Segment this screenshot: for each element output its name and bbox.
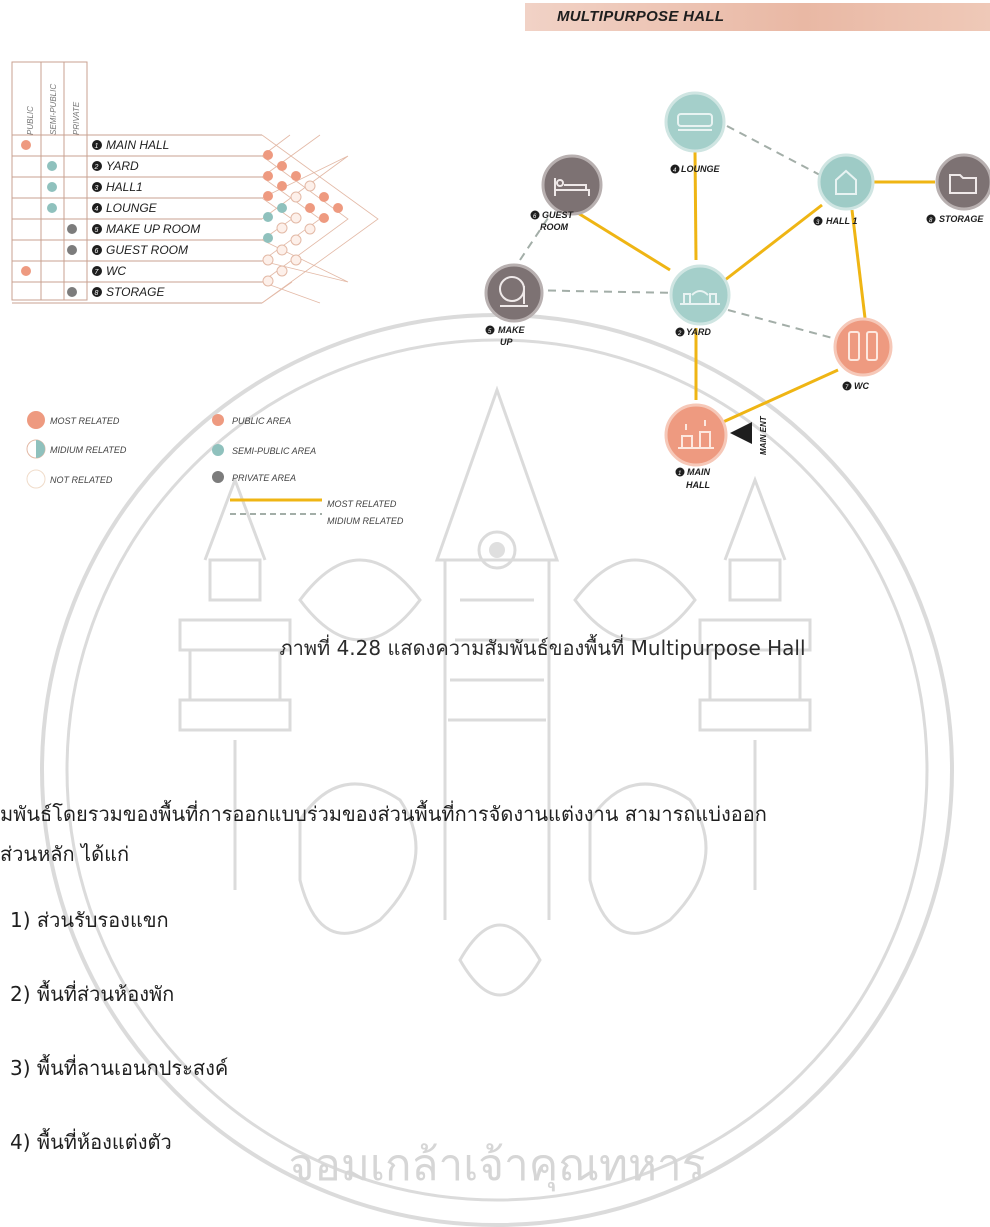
legend-line-midium: MIDIUM RELATED xyxy=(327,516,404,526)
row-num: 5 xyxy=(95,227,99,234)
row-yard: YARD xyxy=(106,159,139,173)
paragraph-line-1: มพันธ์โดยรวมของพื้นที่การออกแบบร่วมของส่… xyxy=(0,802,767,826)
col-private: PRIVATE xyxy=(72,101,81,135)
legend-public-area: PUBLIC AREA xyxy=(232,416,291,426)
row-hall1: HALL1 xyxy=(106,180,143,194)
row-num: 2 xyxy=(94,164,99,171)
figure-caption: ภาพที่ 4.28 แสดงความสัมพันธ์ของพื้นที่ M… xyxy=(279,636,806,660)
node-hall1: 3 HALL 1 xyxy=(813,153,875,226)
legend: MOST RELATED MIDIUM RELATED NOT RELATED … xyxy=(26,411,404,526)
node-main-hall: MAIN ENT 1 MAIN HALL xyxy=(664,403,768,490)
banner-title: MULTIPURPOSE HALL xyxy=(557,8,725,25)
main-ent-label: MAIN ENT xyxy=(759,415,768,455)
yard-icon xyxy=(680,290,720,305)
label-main: MAIN xyxy=(687,467,710,477)
node-num: 8 xyxy=(929,218,933,224)
main-hall-icon xyxy=(678,420,714,449)
zone-dots xyxy=(21,140,77,297)
node-num: 6 xyxy=(533,214,537,220)
row-lounge: LOUNGE xyxy=(106,201,158,215)
row-num: 7 xyxy=(95,269,100,276)
node-num: 4 xyxy=(673,168,677,174)
node-storage: 8 STORAGE xyxy=(926,153,990,224)
row-num: 8 xyxy=(95,290,99,297)
bubble-diagram: 4 LOUNGE 6 GUEST ROOM 3 HALL 1 8 STORAGE xyxy=(484,91,990,490)
label-make: MAKE xyxy=(498,325,525,335)
label-hall: HALL xyxy=(686,480,710,490)
node-wc: 7 WC xyxy=(833,317,893,391)
list-item: 1) ส่วนรับรองแขก xyxy=(10,908,169,932)
list-item: 2) พื้นที่ส่วนห้องพัก xyxy=(10,982,175,1006)
legend-semi-public-area: SEMI-PUBLIC AREA xyxy=(232,446,316,456)
watermark-text: จอมเกล้าเจ้าคุณทหาร xyxy=(289,1140,706,1192)
list-item: 3) พื้นที่ลานเอนกประสงค์ xyxy=(10,1056,229,1080)
row-num: 1 xyxy=(95,143,99,150)
legend-not-related: NOT RELATED xyxy=(50,475,113,485)
wc-icon xyxy=(848,331,878,361)
row-num: 6 xyxy=(95,248,99,255)
col-semi-public: SEMI-PUBLIC xyxy=(49,84,58,135)
node-num: 1 xyxy=(678,471,681,477)
node-yard: 2 YARD xyxy=(669,264,731,337)
bed-icon xyxy=(554,178,590,196)
label-hall1: HALL 1 xyxy=(826,216,857,226)
label-room: ROOM xyxy=(540,222,569,232)
label-wc: WC xyxy=(854,381,869,391)
row-wc: WC xyxy=(106,264,126,278)
connection-lines xyxy=(519,125,935,424)
node-num: 2 xyxy=(677,331,682,337)
row-main-hall: MAIN HALL xyxy=(106,138,169,152)
folder-icon xyxy=(949,174,977,194)
house-icon xyxy=(835,169,857,195)
legend-most-related: MOST RELATED xyxy=(50,416,120,426)
label-lounge: LOUNGE xyxy=(681,164,720,174)
mirror-icon xyxy=(499,276,528,307)
paragraph-line-2: ส่วนหลัก ได้แก่ xyxy=(0,842,130,866)
label-storage: STORAGE xyxy=(939,214,984,224)
label-up: UP xyxy=(500,337,513,347)
node-make-up: 5 MAKE UP xyxy=(484,263,544,347)
row-num: 4 xyxy=(95,206,99,213)
legend-private-area: PRIVATE AREA xyxy=(232,473,296,483)
relationship-matrix: PUBLIC SEMI-PUBLIC PRIVATE xyxy=(11,61,379,304)
node-guest-room: 6 GUEST ROOM xyxy=(530,154,603,232)
col-public: PUBLIC xyxy=(26,106,35,135)
list-item: 4) พื้นที่ห้องแต่งตัว xyxy=(10,1130,172,1154)
title-banner: MULTIPURPOSE HALL xyxy=(525,3,990,31)
sofa-icon xyxy=(677,113,713,131)
label-yard: YARD xyxy=(686,327,711,337)
label-guest: GUEST xyxy=(542,210,575,220)
node-num: 3 xyxy=(816,220,820,226)
row-make-up-room: MAKE UP ROOM xyxy=(106,222,200,236)
row-num: 3 xyxy=(95,185,99,192)
row-storage: STORAGE xyxy=(106,285,165,299)
legend-midium-related: MIDIUM RELATED xyxy=(50,445,127,455)
row-guest-room: GUEST ROOM xyxy=(106,243,188,257)
node-lounge: 4 LOUNGE xyxy=(664,91,726,174)
node-num: 5 xyxy=(488,329,492,335)
main-entrance-arrow xyxy=(730,422,752,444)
node-num: 7 xyxy=(845,385,849,391)
relation-dots xyxy=(262,150,343,287)
legend-line-most: MOST RELATED xyxy=(327,499,397,509)
